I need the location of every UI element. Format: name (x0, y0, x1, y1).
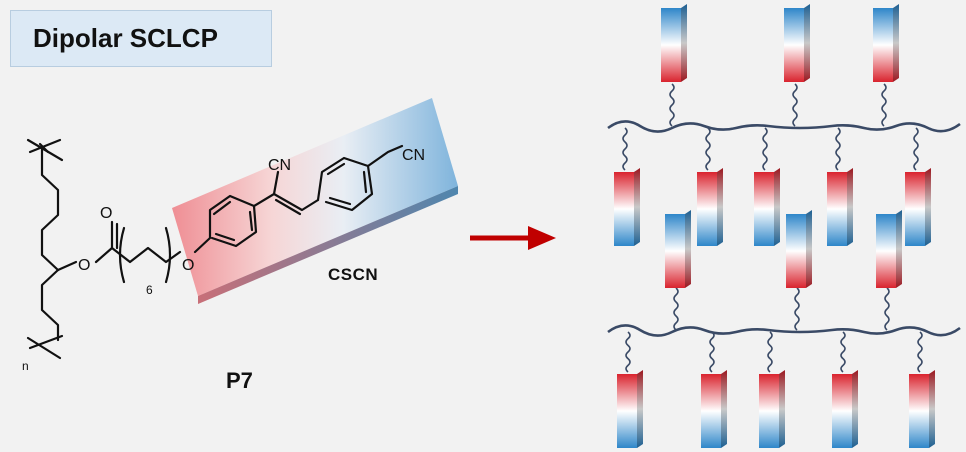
mesogen-block (701, 370, 727, 448)
mesogen-block (614, 168, 640, 246)
atom-o-ester: O (78, 257, 90, 274)
mesogen-highlight (172, 98, 458, 304)
polymer-label: P7 (226, 368, 253, 393)
mesogen-block (909, 370, 935, 448)
spacer-chain (881, 83, 887, 127)
spacer-chain (622, 127, 628, 171)
mesogen-block (876, 210, 902, 288)
reaction-arrow (470, 226, 556, 250)
mesogen-block (827, 168, 853, 246)
spacer-chain (669, 83, 675, 127)
mesogen-block (873, 4, 899, 82)
spacer-chain (913, 127, 919, 171)
spacer-chain (884, 287, 890, 331)
spacer-chain (840, 331, 846, 373)
backbone-chains (607, 120, 961, 337)
spacer-chain (794, 287, 800, 331)
spacer-chain (917, 331, 923, 373)
spacer-chain (705, 127, 711, 171)
mesogen-blocks (614, 4, 935, 448)
mesogen-block (905, 168, 931, 246)
spacer-chain (762, 127, 768, 171)
spacer-chain (625, 331, 631, 373)
mesogen-block (617, 370, 643, 448)
spacer-chain (709, 331, 715, 373)
mesogen-block (786, 210, 812, 288)
spacer-chain (835, 127, 841, 171)
mesogen-block (759, 370, 785, 448)
title-box: Dipolar SCLCP (10, 10, 272, 67)
mesogen-block (661, 4, 687, 82)
mesogen-block (784, 4, 810, 82)
spacer-chain (767, 331, 773, 373)
polymer-structure (26, 138, 404, 360)
flexible-spacers (622, 83, 923, 373)
mesogen-block (832, 370, 858, 448)
mesogen-label: CSCN (328, 265, 379, 284)
atom-o-ether: O (182, 257, 194, 274)
spacer-chain (673, 287, 679, 331)
figure-title: Dipolar SCLCP (33, 23, 218, 53)
mesogen-block (697, 168, 723, 246)
mesogen-block (754, 168, 780, 246)
atom-cn-terminal: CN (402, 147, 425, 164)
atom-cn-vinyl: CN (268, 157, 291, 174)
atom-o-carbonyl: O (100, 205, 112, 222)
subscript-n: n (22, 359, 29, 373)
subscript-6: 6 (146, 283, 153, 297)
spacer-chain (792, 83, 798, 127)
mesogen-block (665, 210, 691, 288)
